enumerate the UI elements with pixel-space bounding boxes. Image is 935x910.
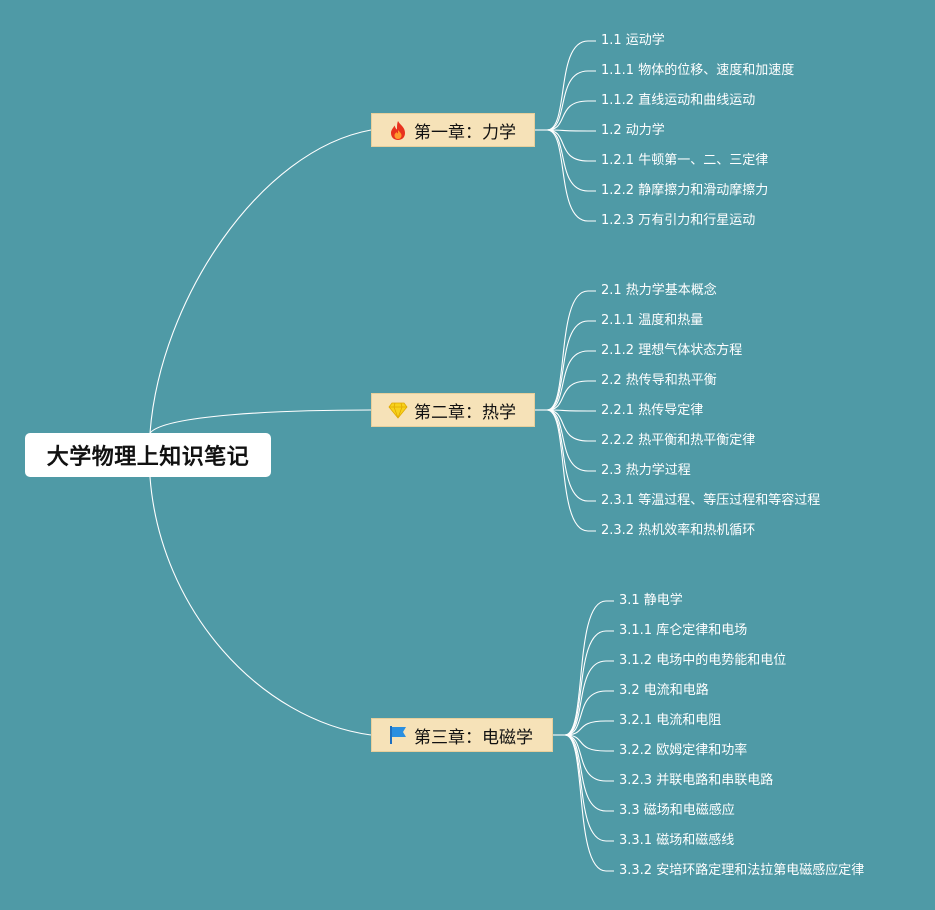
root-to-chapter-3-line [149,476,372,736]
root-to-chapter-1-line [149,129,372,434]
branch-line [546,129,596,132]
branch-line [564,734,614,812]
branch-line [546,129,596,162]
root-node[interactable]: 大学物理上知识笔记 [25,433,271,477]
root-title: 大学物理上知识笔记 [46,445,250,470]
branch-line [564,600,614,736]
leaf-item[interactable]: 2.3.2 热机效率和热机循环 [601,523,756,538]
fire-icon [388,119,408,141]
branch-line [546,409,596,442]
leaf-item[interactable]: 3.2 电流和电路 [619,683,709,698]
leaf-item[interactable]: 3.3.1 磁场和磁感线 [619,833,735,848]
branch-line [546,290,596,411]
branch-line [564,720,614,736]
branch-line [546,70,596,131]
leaf-item[interactable]: 1.2 动力学 [601,123,665,138]
leaf-item[interactable]: 3.2.3 并联电路和串联电路 [619,773,774,788]
branch-line [564,660,614,736]
flag-icon [388,724,408,746]
leaf-item[interactable]: 3.2.2 欧姆定律和功率 [619,743,748,758]
root-to-chapter-2-line [149,409,372,434]
branch-line [546,40,596,131]
leaf-item[interactable]: 3.2.1 电流和电阻 [619,713,722,728]
branch-line [564,630,614,736]
leaf-item[interactable]: 1.2.2 静摩擦力和滑动摩擦力 [601,183,769,198]
leaf-item[interactable]: 2.2 热传导和热平衡 [601,373,717,388]
chapter-node-electromagnetism[interactable]: 第三章：电磁学 [371,718,553,752]
leaf-item[interactable]: 3.1.1 库仑定律和电场 [619,623,748,638]
branch-line [546,350,596,411]
leaf-item[interactable]: 2.1.1 温度和热量 [601,313,704,328]
leaf-item[interactable]: 2.3 热力学过程 [601,463,691,478]
chapter-title: 第一章：力学 [414,122,516,143]
branch-line [546,409,596,412]
branch-line [546,129,596,222]
leaf-item[interactable]: 3.3.2 安培环路定理和法拉第电磁感应定律 [619,863,865,878]
branch-line [546,320,596,411]
branch-line [564,734,614,872]
leaf-item[interactable]: 2.2.1 热传导定律 [601,403,704,418]
leaf-item[interactable]: 1.2.1 牛顿第一、二、三定律 [601,153,769,168]
leaf-item[interactable]: 2.3.1 等温过程、等压过程和等容过程 [601,493,821,508]
branch-line [546,100,596,131]
leaf-item[interactable]: 1.1.2 直线运动和曲线运动 [601,93,756,108]
branch-line [546,409,596,532]
branch-line [546,409,596,502]
leaf-item[interactable]: 3.1.2 电场中的电势能和电位 [619,653,787,668]
leaf-item[interactable]: 2.2.2 热平衡和热平衡定律 [601,433,756,448]
chapter-title: 第三章：电磁学 [414,727,533,748]
leaf-item[interactable]: 2.1.2 理想气体状态方程 [601,343,743,358]
branch-line [564,690,614,736]
leaf-item[interactable]: 2.1 热力学基本概念 [601,283,717,298]
leaf-item[interactable]: 1.1 运动学 [601,33,665,48]
branch-line [564,734,614,752]
leaf-item[interactable]: 1.2.3 万有引力和行星运动 [601,213,756,228]
branch-line [546,380,596,411]
gem-icon [388,399,408,421]
chapter-node-mechanics[interactable]: 第一章：力学 [371,113,535,147]
chapter-title: 第二章：热学 [414,402,516,423]
leaf-item[interactable]: 3.3 磁场和电磁感应 [619,803,735,818]
chapter-node-thermodynamics[interactable]: 第二章：热学 [371,393,535,427]
leaf-item[interactable]: 1.1.1 物体的位移、速度和加速度 [601,63,795,78]
branch-line [564,734,614,782]
leaf-item[interactable]: 3.1 静电学 [619,593,683,608]
